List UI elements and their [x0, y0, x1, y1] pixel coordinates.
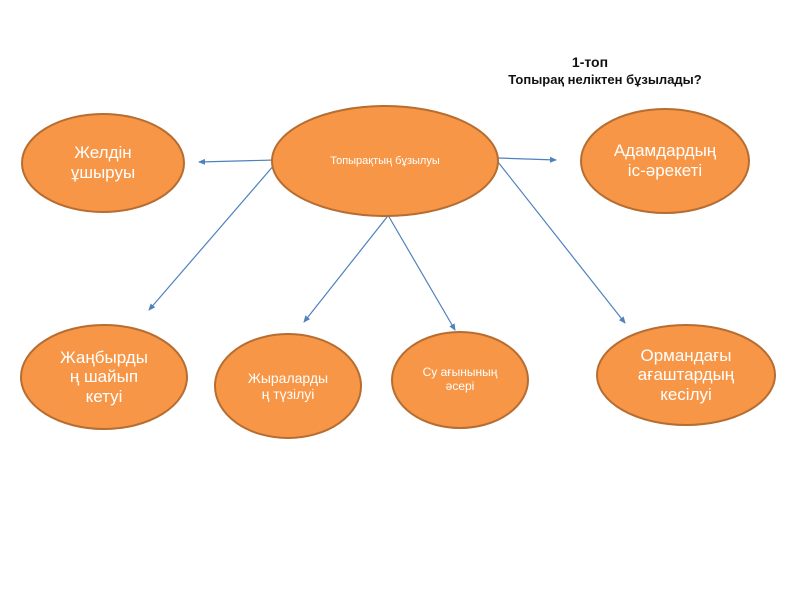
arrow-center-to-human [497, 156, 557, 163]
node-forest [596, 324, 776, 426]
node-rain [20, 324, 188, 430]
node-wind [21, 113, 185, 213]
node-human [580, 108, 750, 214]
arrow-center-to-ravine [303, 211, 392, 323]
group-title: 1-топ [571, 54, 609, 70]
arrow-center-to-water [384, 209, 456, 331]
question-title: Топырақ неліктен бұзылады? [508, 72, 702, 87]
node-center [271, 105, 499, 217]
node-water [391, 331, 529, 429]
edges-layer [148, 156, 626, 331]
arrow-center-to-forest [497, 161, 626, 324]
arrow-center-to-rain [148, 163, 276, 311]
arrow-center-to-wind [198, 158, 276, 165]
nodes-layer [20, 105, 776, 439]
node-ravine [214, 333, 362, 439]
